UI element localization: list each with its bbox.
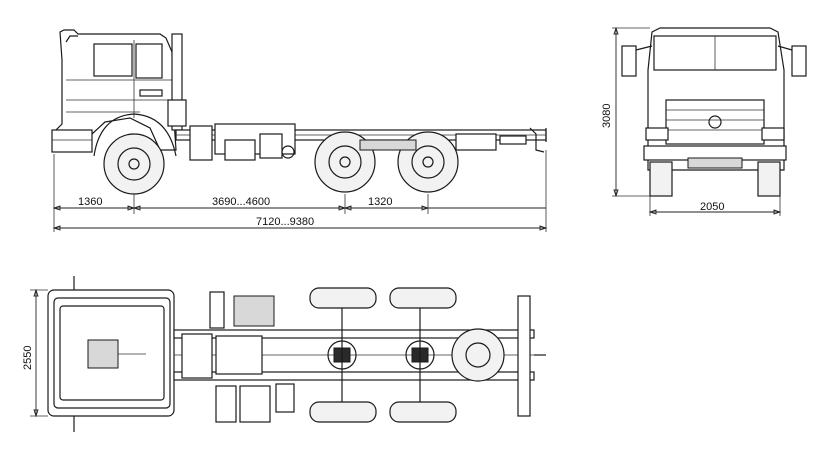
side-view-frame	[175, 123, 547, 161]
rear-axle-spacing-dimension: 1320	[368, 196, 392, 208]
wheelbase-dimension: 3690...4600	[212, 196, 270, 208]
side-view: 1360 3690...4600 1320 7120...9380	[51, 29, 548, 232]
front-view-dimensions	[612, 26, 782, 216]
overall-length-dimension: 7120...9380	[256, 216, 314, 228]
side-view-dimensions	[52, 150, 548, 232]
side-view-cab	[51, 29, 187, 153]
track-width-dimension: 2050	[700, 201, 724, 213]
front-view: 3080 2050	[601, 26, 807, 216]
top-view-dimensions	[30, 288, 48, 418]
overall-width-dimension: 2550	[22, 346, 34, 370]
top-view: 2550	[22, 276, 546, 432]
height-dimension: 3080	[601, 104, 613, 128]
front-overhang-dimension: 1360	[78, 196, 102, 208]
